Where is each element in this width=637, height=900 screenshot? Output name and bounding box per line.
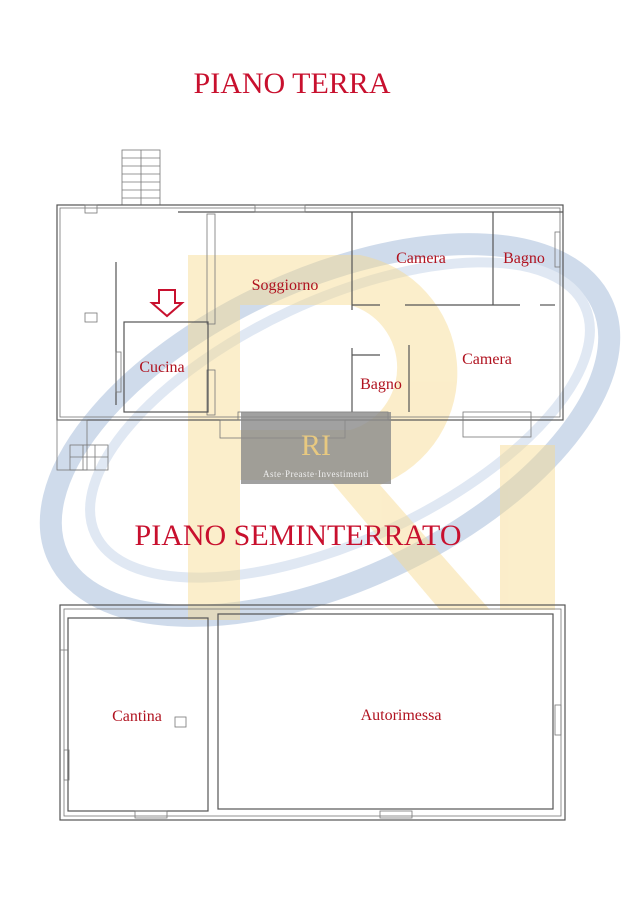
logo-mark: RI [301, 429, 331, 462]
room-label-autorimessa: Autorimessa [361, 707, 442, 724]
watermark-swirl [39, 233, 621, 627]
room-label-bagno: Bagno [360, 376, 402, 393]
entrance-arrow-icon [149, 289, 185, 318]
room-label-cantina: Cantina [112, 708, 162, 725]
watermark-logo-box: RI Aste·Preaste·Investimenti [241, 412, 391, 484]
room-label-camera: Camera [396, 250, 446, 267]
room-label-cucina: Cucina [139, 359, 184, 376]
basement-title: PIANO SEMINTERRATO [135, 519, 462, 552]
room-label-bagno: Bagno [503, 250, 545, 267]
basement-plan [59, 604, 566, 821]
ground-floor-title: PIANO TERRA [194, 67, 391, 100]
room-label-camera: Camera [462, 351, 512, 368]
room-label-soggiorno: Soggiorno [252, 277, 319, 294]
watermark-tagline: Aste·Preaste·Investimenti [263, 469, 369, 479]
